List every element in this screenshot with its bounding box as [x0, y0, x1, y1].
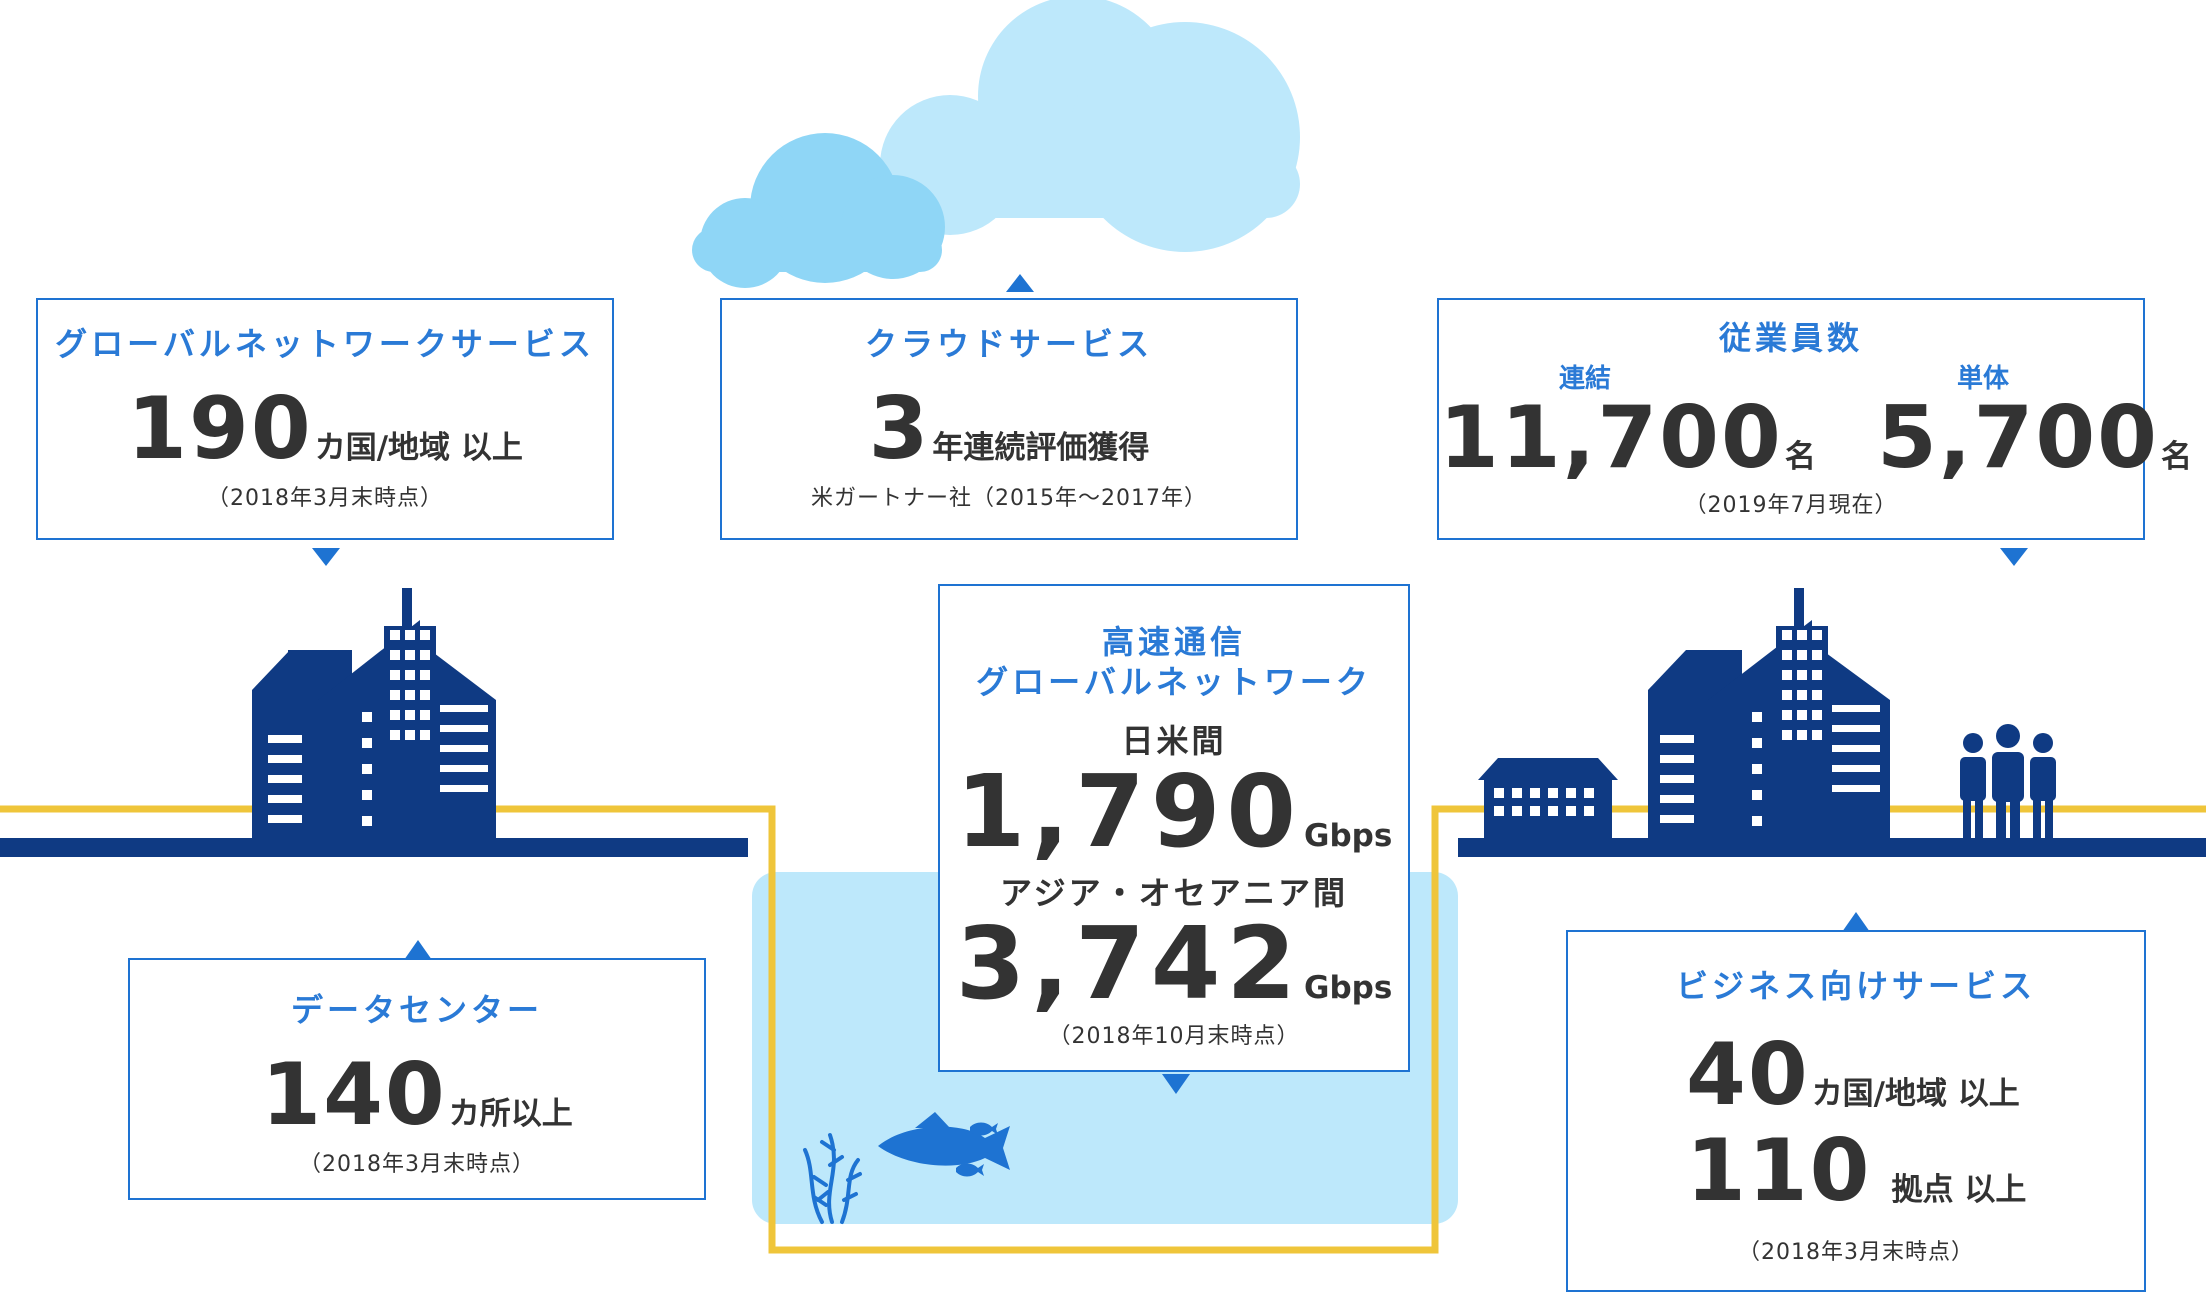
- card-value: 3: [868, 379, 931, 479]
- consolidated-group: 連結 11,700名: [1439, 358, 1816, 481]
- cloud-icon: [692, 0, 1300, 288]
- route2-value-row: 3,742Gbps: [940, 914, 1408, 1014]
- card-note: （2019年7月現在）: [1684, 493, 1898, 518]
- ground-right: [1458, 838, 2206, 857]
- seaweed-icon: [803, 1133, 862, 1224]
- consolidated-label: 連結: [1559, 364, 1612, 394]
- card-unit: カ所以上: [448, 1096, 573, 1132]
- employee-figures: 連結 11,700名 単体 5,700名: [1439, 358, 2192, 481]
- pointer-arrows: [312, 274, 2028, 1094]
- datacenter-card: データセンター 140カ所以上 （2018年3月末時点）: [128, 958, 706, 1200]
- route1-unit: Gbps: [1304, 818, 1393, 854]
- value-row: 3年連続評価獲得: [722, 386, 1296, 472]
- value-row: 140カ所以上: [130, 1052, 704, 1138]
- global-network-card: グローバルネットワークサービス 190カ国/地域 以上 （2018年3月末時点）: [36, 298, 614, 540]
- card-heading: ビジネス向けサービス: [1675, 967, 2036, 1005]
- value1-row: 40カ国/地域 以上: [1568, 1032, 2144, 1118]
- card-heading-line2: グローバルネットワーク: [976, 663, 1372, 701]
- card-heading: クラウドサービス: [864, 325, 1153, 363]
- card-heading: 従業員数: [1718, 319, 1863, 357]
- card-note: （2018年3月末時点）: [207, 486, 443, 511]
- route2-value: 3,742: [955, 905, 1303, 1022]
- card-unit: 年連続評価獲得: [932, 430, 1150, 466]
- route1-label: 日米間: [1121, 722, 1227, 760]
- route1-value-row: 1,790Gbps: [940, 762, 1408, 862]
- card-heading: データセンター: [290, 991, 543, 1029]
- office-building-icon: [252, 588, 496, 838]
- office-building-windows: [268, 630, 488, 826]
- card-heading: グローバルネットワークサービス: [55, 325, 595, 363]
- single-unit: 名: [2161, 439, 2192, 475]
- card-note: （2018年3月末時点）: [299, 1152, 535, 1177]
- card-note: （2018年10月末時点）: [1048, 1024, 1300, 1049]
- card-value: 140: [261, 1045, 447, 1145]
- route2-unit: Gbps: [1304, 970, 1393, 1006]
- people-icon: [1960, 724, 2056, 838]
- card-unit-1: カ国/地域 以上: [1811, 1076, 2020, 1112]
- card-value: 190: [127, 379, 313, 479]
- school-building-icon: [1478, 758, 1618, 838]
- consolidated-value: 11,700: [1439, 388, 1783, 488]
- value-row: 190カ国/地域 以上: [38, 386, 612, 472]
- fish-icon: [878, 1112, 1010, 1177]
- office-building-right-windows: [1660, 630, 1880, 826]
- employees-card: 従業員数 連結 11,700名 単体 5,700名 （2019年7月現在）: [1437, 298, 2192, 540]
- card-value-1: 40: [1686, 1025, 1810, 1125]
- route2-label: アジア・オセアニア間: [999, 874, 1349, 912]
- card-value-2: 110: [1686, 1121, 1872, 1221]
- card-heading-line1: 高速通信: [1101, 623, 1246, 661]
- route1-value: 1,790: [955, 753, 1303, 870]
- cloud-service-card: クラウドサービス 3年連続評価獲得 米ガートナー社（2015年〜2017年）: [720, 298, 1298, 540]
- card-unit-2: 拠点 以上: [1891, 1172, 2027, 1208]
- card-note: 米ガートナー社（2015年〜2017年）: [811, 486, 1207, 511]
- card-note: （2018年3月末時点）: [1738, 1240, 1974, 1265]
- single-label: 単体: [1956, 364, 2009, 394]
- highspeed-network-card: 高速通信 グローバルネットワーク 日米間 1,790Gbps アジア・オセアニア…: [938, 584, 1410, 1072]
- consolidated-unit: 名: [1784, 439, 1816, 475]
- ground-left: [0, 838, 748, 857]
- single-group: 単体 5,700名: [1877, 358, 2192, 481]
- single-value: 5,700: [1876, 388, 2159, 488]
- card-unit: カ国/地域 以上: [314, 430, 523, 466]
